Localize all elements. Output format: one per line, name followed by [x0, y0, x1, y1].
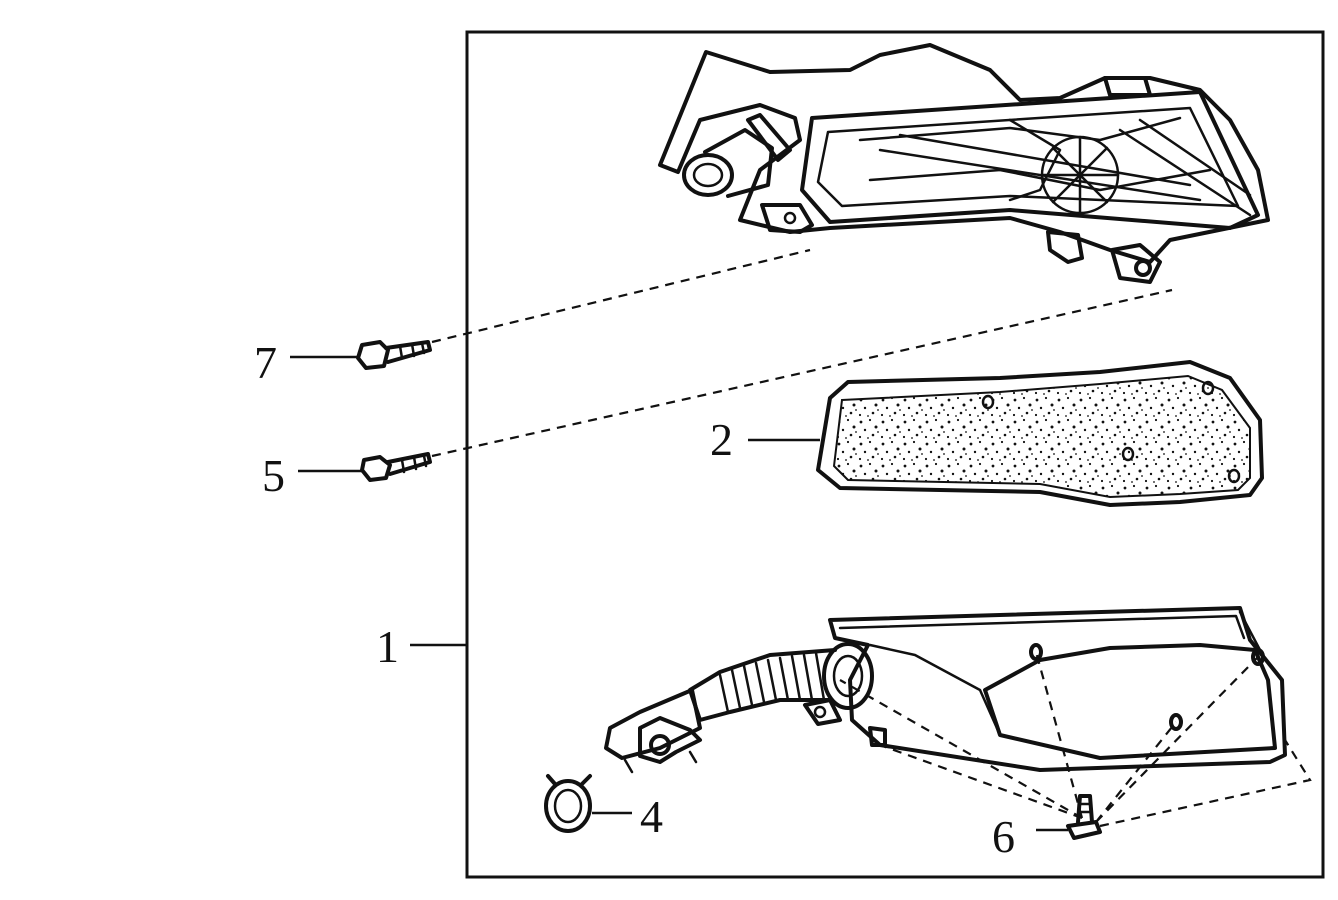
air-cleaner-case: [658, 43, 1270, 284]
screw-7: [356, 340, 432, 370]
screw-6: [1066, 794, 1102, 840]
callout-7: 7: [254, 337, 277, 388]
air-cleaner-cover: [604, 606, 1287, 774]
assembly-frame: [465, 30, 1325, 879]
callout-6: 6: [992, 811, 1015, 862]
callout-4: 4: [640, 791, 663, 842]
hose-clamp: [544, 774, 592, 833]
filter-element: [816, 360, 1264, 507]
callout-2: 2: [710, 414, 733, 465]
dashed-lines-6: [839, 651, 1312, 828]
callout-5: 5: [262, 450, 285, 501]
dashed-line-7: [431, 248, 811, 344]
dashed-line-5: [431, 288, 1173, 458]
callout-1: 1: [376, 621, 399, 672]
screw-5: [360, 452, 432, 482]
